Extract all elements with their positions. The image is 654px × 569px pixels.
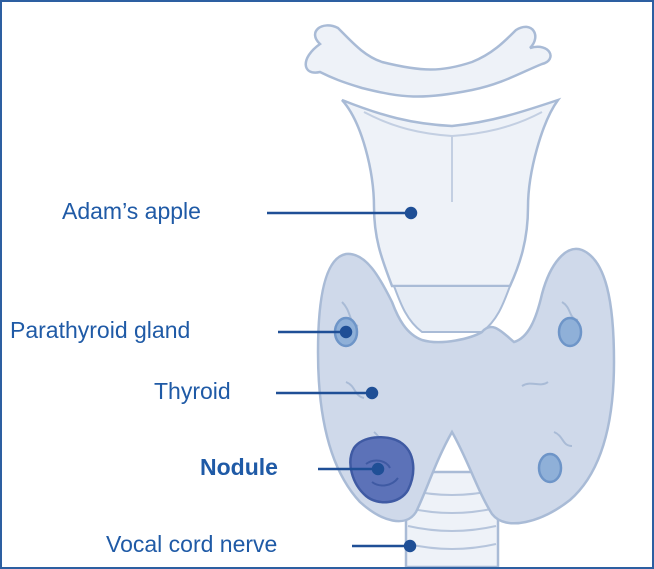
parathyroid-right-icon — [559, 318, 581, 346]
dot-nodule — [373, 464, 383, 474]
parathyroid-lower-right-icon — [539, 454, 561, 482]
hyoid-bone — [306, 25, 551, 96]
dot-adams-apple — [406, 208, 416, 218]
label-adams-apple: Adam’s apple — [62, 200, 201, 223]
label-nodule: Nodule — [200, 456, 278, 479]
label-thyroid: Thyroid — [154, 380, 231, 403]
dot-parathyroid — [341, 327, 351, 337]
label-parathyroid-gland: Parathyroid gland — [10, 319, 190, 342]
dot-thyroid — [367, 388, 377, 398]
dot-vocal-cord-nerve — [405, 541, 415, 551]
label-vocal-cord-nerve: Vocal cord nerve — [106, 533, 277, 556]
thyroid-cartilage — [342, 100, 558, 286]
